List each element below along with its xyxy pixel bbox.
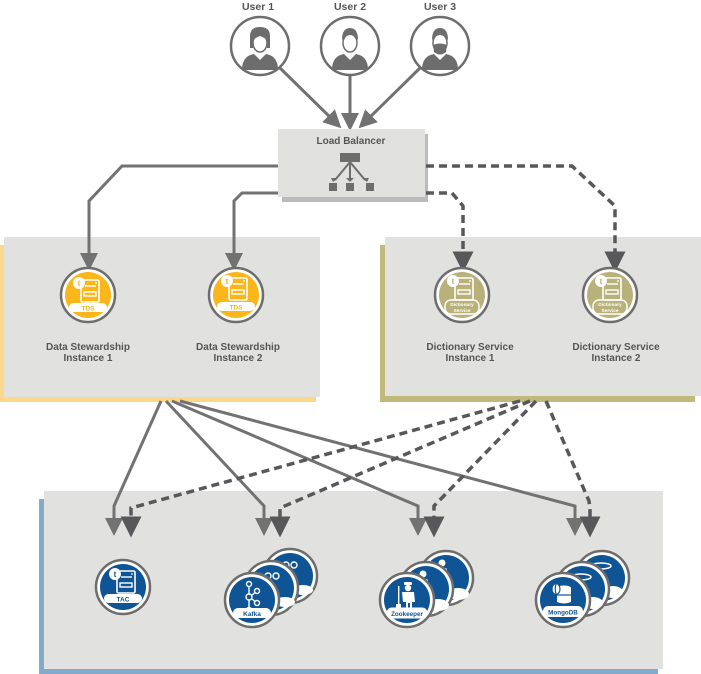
- tds-instance-2: t TDS: [207, 266, 265, 324]
- badge: [444, 299, 480, 315]
- ds-instance-1-label-line1: Dictionary Service: [426, 342, 514, 353]
- tds-instance-1-label-line1: Data Stewardship: [46, 342, 130, 353]
- ds-badge-2-line1: Dictionary: [598, 302, 622, 308]
- user-3: [409, 15, 471, 77]
- tds-instance-1-label-line2: Instance 1: [64, 353, 113, 364]
- svg-text:t: t: [78, 279, 81, 288]
- male-user-icon: [332, 28, 368, 70]
- ds-instance-2-label-line1: Dictionary Service: [572, 342, 660, 353]
- mongodb-service-stack: MongoDB: [534, 549, 631, 629]
- talend-server-icon: t: [446, 274, 474, 301]
- tds-to-kafka-line: [164, 399, 273, 536]
- tds-badge-1: TDS: [82, 306, 96, 313]
- tds-badge-2: TDS: [230, 305, 244, 312]
- tds-to-backend-connections: [105, 399, 584, 536]
- tds-instance-1: t TDS: [59, 266, 117, 324]
- lb-to-ds1-line: [426, 191, 474, 273]
- ds-instance-2-label-line2: Instance 2: [592, 353, 641, 364]
- talend-server-icon: t: [220, 274, 248, 301]
- kafka-service-stack: Kafka: [223, 547, 319, 629]
- ds-badge-1-line1: Dictionary: [450, 302, 474, 308]
- user-1: [229, 15, 291, 77]
- user1-to-lb-line: [278, 66, 342, 129]
- svg-text:t: t: [114, 570, 117, 579]
- ds-to-backend-connections: [120, 399, 601, 538]
- zookeeper-node-front: Zookeeper: [378, 571, 436, 629]
- lb-to-tds1-line: [80, 164, 278, 271]
- tds-instance-2-label-line1: Data Stewardship: [196, 342, 280, 353]
- tac-badge: TAC: [117, 597, 130, 604]
- talend-server-icon: t: [72, 276, 100, 303]
- dictionary-service-panel: [380, 237, 701, 402]
- user-connections: [278, 66, 422, 131]
- badge: [592, 299, 628, 315]
- ds-badge-2-line2: Service: [601, 308, 618, 314]
- mongodb-badge: MongoDB: [548, 609, 578, 616]
- bearded-user-icon: [422, 28, 458, 70]
- badge: [543, 606, 583, 617]
- ds-to-zookeeper-line: [423, 399, 538, 538]
- svg-text:t: t: [226, 277, 229, 286]
- lb-label: Load Balancer: [317, 136, 386, 147]
- talend-server-icon: t: [594, 274, 622, 301]
- user3-to-lb-line: [358, 66, 422, 129]
- lb-to-ds2-line: [426, 164, 626, 273]
- badge: [104, 594, 142, 603]
- kafka-badge: Kafka: [243, 611, 261, 618]
- user-1-label: User 1: [242, 1, 274, 13]
- badge: [386, 607, 428, 619]
- data-stewardship-panel: [0, 237, 320, 402]
- talend-server-icon: t: [108, 567, 136, 594]
- ds-to-mongodb-line: [544, 400, 601, 538]
- panel-body: [4, 237, 320, 397]
- user-2-label: User 2: [334, 1, 366, 13]
- lb-to-tds-connections: [80, 164, 278, 271]
- load-balancer: Load Balancer: [278, 129, 428, 202]
- zookeeper-badge: Zookeeper: [391, 611, 423, 618]
- panel-body: [385, 237, 701, 396]
- svg-text:t: t: [600, 277, 603, 286]
- zookeeper-icon: [396, 582, 415, 609]
- zookeeper-service-stack: Zookeeper: [378, 549, 475, 629]
- ds-instance-1-label-line2: Instance 1: [446, 353, 495, 364]
- tds-to-zookeeper-line: [171, 399, 427, 536]
- mongodb-node-front: MongoDB: [534, 571, 592, 629]
- tds-to-tac-line: [105, 400, 163, 536]
- mongodb-icon: [551, 582, 571, 604]
- badge: [233, 608, 271, 618]
- tds-instance-2-label-line2: Instance 2: [214, 353, 263, 364]
- kafka-node-front: Kafka: [223, 571, 281, 629]
- dictionary-instance-2: t Dictionary Service: [581, 266, 639, 324]
- lb-to-dictionary-connections: [426, 164, 626, 273]
- ds-to-tac-line: [120, 399, 521, 538]
- ds-badge-1-line2: Service: [453, 308, 470, 314]
- tac-service: t TAC: [94, 558, 152, 616]
- badge: [217, 302, 255, 311]
- user-3-label: User 3: [424, 1, 456, 13]
- female-user-icon: [242, 27, 278, 70]
- load-balancer-tree-icon: [329, 153, 374, 191]
- tds-to-mongodb-line: [179, 399, 584, 536]
- badge: [69, 303, 107, 312]
- lb-to-tds2-line: [225, 191, 278, 271]
- svg-text:t: t: [452, 277, 455, 286]
- dictionary-instance-1: t Dictionary Service: [433, 266, 491, 324]
- user-2: [319, 15, 381, 77]
